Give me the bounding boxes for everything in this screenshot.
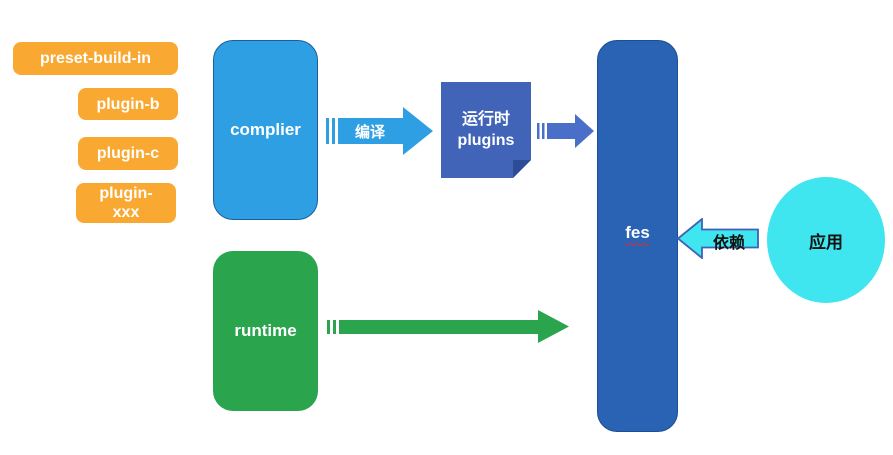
runtime-to-fes-arrow <box>327 310 569 343</box>
fes-box: fes <box>597 40 678 432</box>
runtime-label: runtime <box>234 321 297 340</box>
box-preset-build-in: preset-build-in <box>13 42 178 75</box>
box-plugin-c-label: plugin-c <box>96 145 160 162</box>
box-plugin-b-label: plugin-b <box>96 95 160 113</box>
complier-label: complier <box>230 120 301 139</box>
runtime-plugins-note: 运行时 plugins <box>441 82 531 178</box>
app-label: 应用 <box>809 232 843 252</box>
runtime-box: runtime <box>213 251 318 411</box>
fes-label: fes <box>625 223 650 242</box>
box-plugin-xxx: plugin-xxx <box>76 183 176 223</box>
compile-arrow-label: 编译 <box>354 124 385 141</box>
app-ellipse: 应用 <box>767 177 885 303</box>
box-plugin-c: plugin-c <box>78 137 178 170</box>
plugins-to-fes-arrow <box>537 114 594 148</box>
depends-arrow <box>677 218 759 259</box>
box-plugin-b: plugin-b <box>78 88 178 120</box>
complier-box: complier <box>213 40 318 220</box>
box-plugin-xxx-label: plugin-xxx <box>99 185 153 221</box>
box-preset-build-in-label: preset-build-in <box>39 50 152 67</box>
note-shape <box>441 82 531 178</box>
depends-arrow-label: 依赖 <box>712 235 745 252</box>
compile-arrow <box>326 107 433 155</box>
note-fold-corner <box>513 160 531 178</box>
runtime-plugins-label: 运行时 plugins <box>457 111 515 149</box>
